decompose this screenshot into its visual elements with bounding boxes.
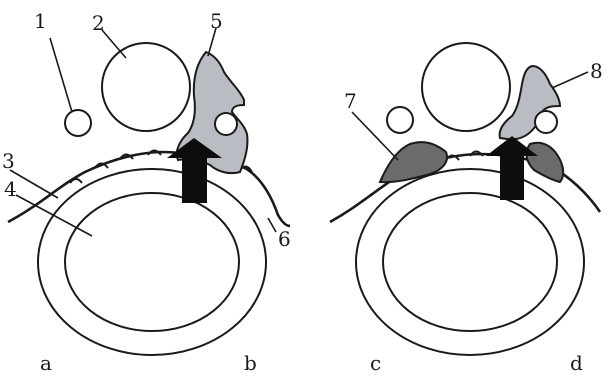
leader-1 (50, 38, 72, 112)
right-panel: 7 8 c d (330, 43, 603, 375)
label-4: 4 (4, 177, 17, 201)
label-2: 2 (92, 11, 105, 35)
leader-6 (268, 218, 276, 232)
leader-3 (10, 170, 58, 198)
large-circle-right (422, 43, 510, 131)
label-6: 6 (278, 227, 291, 251)
corner-label-b: b (244, 351, 257, 375)
label-5: 5 (210, 9, 223, 33)
left-panel: 1 2 5 3 4 6 a b (2, 9, 291, 375)
label-1: 1 (34, 9, 47, 33)
dark-structure-right-lump (527, 143, 564, 182)
leader-8 (552, 72, 588, 88)
label-3: 3 (2, 149, 15, 173)
small-circle-right (387, 107, 413, 133)
inner-ellipse-right (383, 193, 557, 331)
label-8: 8 (590, 59, 603, 83)
label-7: 7 (344, 89, 357, 113)
gray-structure-hole-right (535, 111, 557, 133)
corner-label-c: c (370, 351, 381, 375)
leader-2 (102, 30, 126, 58)
corner-label-d: d (570, 351, 583, 375)
inner-ellipse-left (65, 193, 239, 331)
small-circle-left (65, 110, 91, 136)
corner-label-a: a (40, 351, 52, 375)
large-circle-left (102, 43, 190, 131)
gray-structure-hole-left (215, 113, 237, 135)
